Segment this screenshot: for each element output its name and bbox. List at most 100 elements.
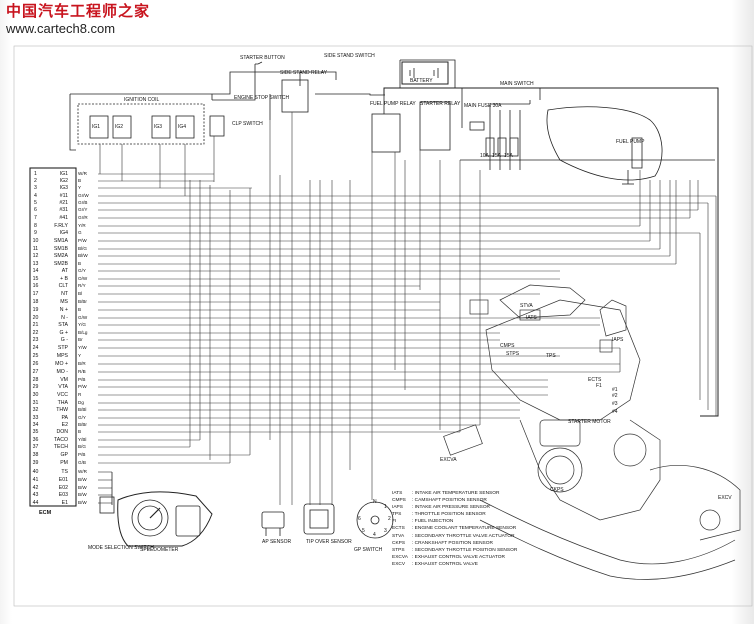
ecm-pin-signal: PM	[60, 460, 68, 466]
ecm-pin-signal: IG4	[59, 230, 68, 236]
ecm-wire-color: B/W	[78, 485, 87, 490]
ecm-wire-color: B/Br	[78, 299, 87, 304]
engine-stop-switch-label: ENGINE STOP SWITCH	[234, 95, 290, 101]
legend-abbr: TPS	[392, 512, 402, 518]
battery-box	[401, 61, 449, 85]
main-fuse-label: MAIN FUSE 30A	[464, 103, 502, 109]
watermark-title: 中国汽车工程师之家	[6, 2, 151, 20]
ecm-pin-signal: E01	[58, 477, 68, 483]
legend-row: CKPS: CRANKSHAFT POSITION SENSOR	[392, 540, 517, 547]
ecm-wire-color: G/Y	[78, 268, 86, 273]
ecm-pin-signal: AT	[61, 268, 68, 274]
wire-top-main	[70, 71, 337, 95]
ecm-pin-signal: TS	[61, 469, 68, 475]
ecm-pin-signal: N -	[61, 315, 68, 321]
ecm-pin-signal: STP	[57, 345, 68, 351]
ecm-wire-color: P/W	[78, 384, 87, 389]
ecm-wire-color: B/G	[78, 444, 86, 449]
ecm-pin-number: 21	[32, 322, 39, 328]
main-fuse-box	[469, 121, 485, 131]
legend-row: TPS: THROTTLE POSITION SENSOR	[392, 511, 517, 518]
ecm-pin-signal: F.RLY	[54, 223, 68, 229]
ecm-pin-number: 17	[32, 291, 39, 297]
legend-row: ECTS: ENGINE COOLANT TEMPERATURE SENSOR	[392, 525, 517, 532]
ecm-pin-signal: #31	[59, 207, 68, 213]
watermark-url[interactable]: www.cartech8.com	[6, 20, 116, 36]
gp-mark-2: 2	[388, 516, 391, 522]
ecm-pin-number: 14	[32, 268, 39, 274]
gp-switch-label: GP SWITCH	[354, 547, 383, 553]
ecm-pin-row: 41 E01	[31, 477, 68, 483]
legend-desc: : INTAKE AIR TEMPERATURE SENSOR	[412, 491, 500, 496]
fuel-tank-outline	[546, 106, 663, 181]
ecm-pin-number: 33	[32, 415, 39, 421]
starter-button-label: STARTER BUTTON	[240, 55, 285, 61]
legend-abbr: STPS	[392, 547, 405, 553]
ecm-pin-number: 36	[32, 437, 39, 443]
ap-sensor-label: AP SENSOR	[262, 539, 292, 545]
coil-ig1-label: IG1	[92, 124, 101, 130]
ecm-pin-signal: MO +	[55, 361, 68, 367]
ecm-wire-color: P/B	[78, 377, 86, 382]
fuse-15a-1-label: 15A	[492, 153, 501, 159]
ecm-pin-number: 23	[32, 337, 39, 343]
ecm-pin-signal: VM	[60, 377, 68, 383]
ecm-pin-number: 41	[32, 477, 39, 483]
ecm-pin-signal: G +	[59, 330, 68, 336]
ecm-pin-signal: VCC	[57, 392, 68, 398]
starter-relay-label: STARTER RELAY	[420, 101, 461, 107]
legend-row: STPS: SECONDARY THROTTLE POSITION SENSOR	[392, 547, 517, 554]
ecm-pin-signal: DON	[56, 429, 68, 435]
ecm-wire-color: B	[78, 178, 82, 183]
ecm-wire-color: B	[78, 261, 82, 266]
ecm-pin-row: 22 G +	[31, 330, 68, 336]
tag-excv: EXCV	[718, 495, 732, 501]
ecm-pin-number: 22	[32, 330, 39, 336]
clp-switch-box	[209, 115, 225, 137]
ecm-pin-number: 7	[34, 215, 37, 221]
ecm-pin-signal: SM2B	[53, 261, 68, 267]
legend-abbr: IATS	[392, 491, 403, 496]
legend-desc: : SECONDARY THROTTLE VALVE ACTUATOR	[412, 533, 515, 539]
starter-motor-label: STARTER MOTOR	[568, 419, 611, 425]
ecm-wire-color: Bl	[78, 291, 83, 296]
gp-mark-5: 5	[362, 528, 365, 534]
ecm-pin-number: 5	[34, 200, 37, 206]
ecm-pin-signal: THW	[56, 407, 68, 413]
ecm-pin-signal: STA	[58, 322, 68, 328]
coil-ig2	[112, 115, 132, 139]
ecm-pin-signal: TACO	[53, 437, 68, 443]
legend-abbr: EXCVA	[392, 554, 408, 560]
tag-inj2: #2	[612, 393, 618, 399]
ecm-pin-number: 28	[32, 377, 39, 383]
gp-mark-n: N	[373, 499, 377, 505]
legend-abbr: ECTS	[392, 526, 405, 532]
fuel-pump-body	[631, 137, 643, 169]
ecm-wire-color: Gr/R	[78, 215, 88, 220]
gp-mark-3: 3	[384, 528, 387, 534]
tag-inj4: #4	[612, 409, 618, 415]
coil-ig3	[151, 115, 171, 139]
legend-row: STVA: SECONDARY THROTTLE VALVE ACTUATOR	[392, 533, 517, 540]
ecm-pin-row: 15+ B	[31, 276, 68, 282]
mode-selection-switch-label: MODE SELECTION SWITCH	[88, 545, 154, 551]
legend-desc: : FUEL INJECTION	[412, 519, 454, 525]
ecm-wire-color: B/Lg	[78, 330, 88, 335]
ecm-wire-color: W/R	[78, 171, 87, 176]
tip-over-sensor-label: TIP OVER SENSOR	[306, 539, 352, 545]
main-switch-label: MAIN SWITCH	[500, 81, 534, 87]
fuse-15a-2-label: 15A	[504, 153, 513, 159]
speedometer-dial	[131, 499, 169, 537]
ecm-wire-color: Gr/W	[78, 193, 89, 198]
starter-relay-box	[419, 101, 451, 151]
ecm-wire-color: R/B	[78, 369, 86, 374]
mode-selection-switch-box	[99, 496, 115, 514]
